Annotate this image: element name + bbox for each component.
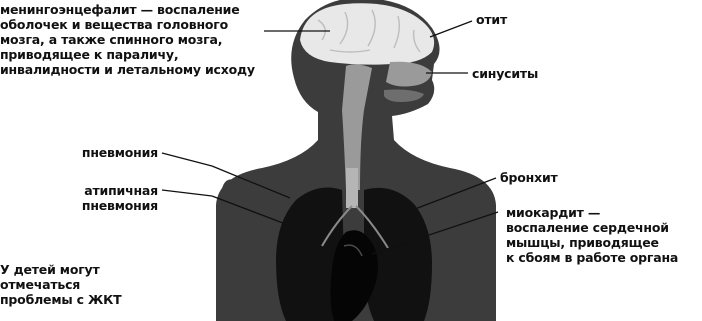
label-myocarditis: миокардит — воспаление сердечной мышцы, … <box>506 205 678 265</box>
label-pneumonia: пневмония <box>60 145 158 160</box>
label-line: пневмония <box>60 145 158 160</box>
label-line: инвалидности и летальному исходу <box>0 62 255 77</box>
leader-otit <box>430 21 472 37</box>
label-line: синуситы <box>472 66 538 81</box>
label-atypical-pneumonia: атипичная пневмония <box>60 183 158 213</box>
label-line: бронхит <box>500 170 558 185</box>
label-line: к сбоям в работе органа <box>506 250 678 265</box>
label-line: приводящее к параличу, <box>0 47 255 62</box>
label-children-gi-note: У детей могут отмечаться проблемы с ЖКТ <box>0 262 121 307</box>
label-sinusity: синуситы <box>472 66 538 81</box>
leader-atipichnaya <box>162 190 212 196</box>
label-line: У детей могут <box>0 262 121 277</box>
label-line: менингоэнцефалит — воспаление <box>0 2 255 17</box>
label-line: отит <box>476 12 507 27</box>
label-meningoencephalitis: менингоэнцефалит — воспаление оболочек и… <box>0 2 255 77</box>
label-line: оболочек и вещества головного <box>0 17 255 32</box>
leader-pnevmoniya <box>162 153 212 166</box>
label-line: мозга, а также спинного мозга, <box>0 32 255 47</box>
label-line: миокардит — <box>506 205 678 220</box>
label-line: пневмония <box>60 198 158 213</box>
label-line: атипичная <box>60 183 158 198</box>
trachea-highlight <box>346 168 358 208</box>
label-line: проблемы с ЖКТ <box>0 292 121 307</box>
label-otit: отит <box>476 12 507 27</box>
label-line: мышцы, приводящее <box>506 235 678 250</box>
label-line: отмечаться <box>0 277 121 292</box>
label-bronchitis: бронхит <box>500 170 558 185</box>
label-line: воспаление сердечной <box>506 220 678 235</box>
